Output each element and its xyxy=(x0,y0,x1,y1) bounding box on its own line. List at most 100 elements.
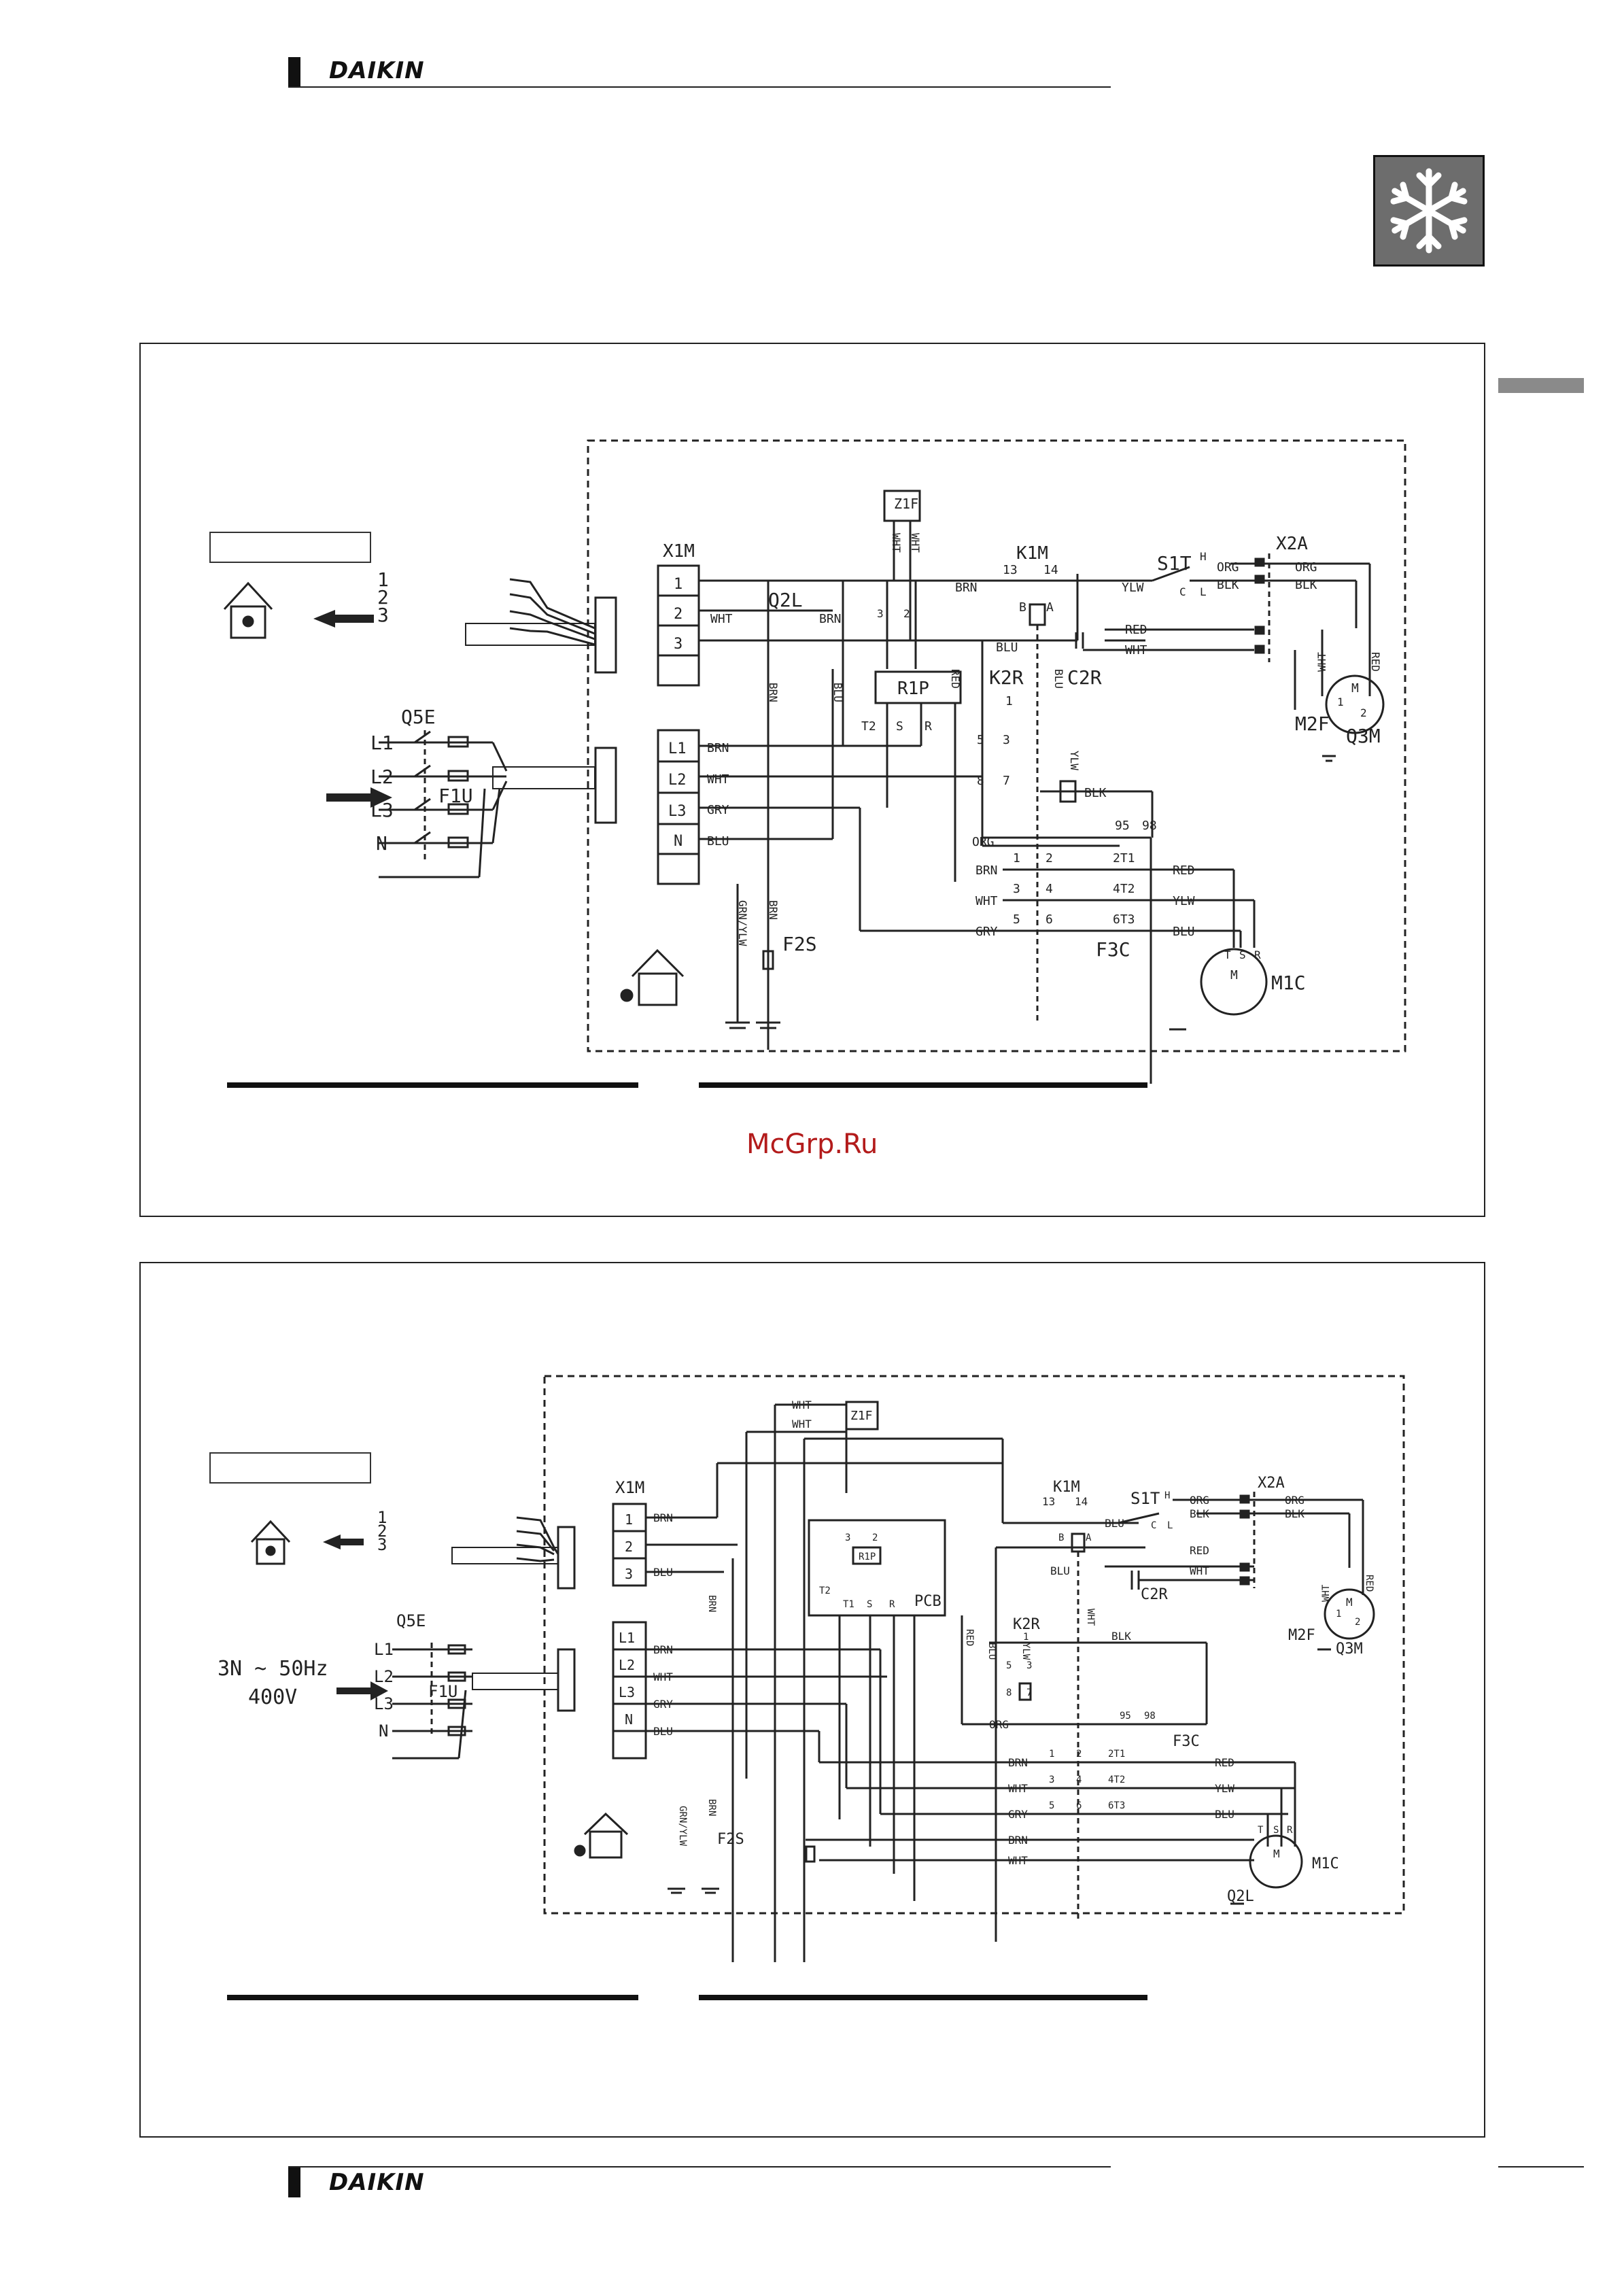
svg-text:WHT: WHT xyxy=(1085,1609,1096,1626)
label-x1m: X1M xyxy=(615,1478,644,1497)
svg-text:3: 3 xyxy=(1049,1775,1054,1785)
caption-box-1 xyxy=(209,532,371,563)
svg-text:6T3: 6T3 xyxy=(1108,1800,1125,1811)
label-c2r: C2R xyxy=(1067,666,1102,689)
svg-text:ORG: ORG xyxy=(1285,1494,1305,1507)
svg-text:M: M xyxy=(1273,1847,1280,1860)
svg-text:BLK: BLK xyxy=(1217,578,1239,592)
brand-logo-bottom: DAIKIN xyxy=(329,2169,425,2196)
svg-text:BLU: BLU xyxy=(653,1566,673,1579)
label-pcb: PCB xyxy=(914,1593,941,1610)
svg-text:BRN: BRN xyxy=(819,612,842,626)
svg-text:6T3: 6T3 xyxy=(1113,912,1135,927)
label-k1m: K1M xyxy=(1016,543,1048,564)
svg-text:L3: L3 xyxy=(370,799,394,821)
svg-text:GRY: GRY xyxy=(975,925,998,939)
svg-text:1: 1 xyxy=(625,1511,633,1528)
svg-text:L2: L2 xyxy=(668,772,687,789)
svg-text:ORG: ORG xyxy=(1295,560,1317,575)
label-q2l: Q2L xyxy=(1227,1888,1254,1905)
svg-text:S: S xyxy=(896,719,903,734)
svg-text:5: 5 xyxy=(1049,1800,1054,1811)
label-k1m: K1M xyxy=(1053,1479,1080,1496)
svg-text:4: 4 xyxy=(1076,1775,1082,1785)
svg-text:BLK: BLK xyxy=(1084,786,1107,800)
svg-text:3: 3 xyxy=(377,1535,387,1554)
svg-text:3: 3 xyxy=(877,607,884,620)
supply-rating-line2: 400V xyxy=(248,1685,297,1709)
svg-text:3: 3 xyxy=(845,1532,850,1543)
svg-text:WHT: WHT xyxy=(1190,1564,1209,1577)
label-k2r: K2R xyxy=(1013,1616,1040,1633)
svg-text:B: B xyxy=(1058,1532,1064,1543)
svg-text:BRN: BRN xyxy=(767,900,780,920)
svg-text:RED: RED xyxy=(964,1629,975,1646)
svg-text:BLU: BLU xyxy=(1215,1808,1234,1821)
svg-text:N: N xyxy=(379,1721,388,1741)
svg-text:7: 7 xyxy=(1026,1687,1032,1698)
label-f3c: F3C xyxy=(1096,938,1130,961)
svg-text:1: 1 xyxy=(1023,1632,1029,1643)
svg-text:WHT: WHT xyxy=(975,894,998,908)
svg-text:1: 1 xyxy=(377,568,389,591)
label-f1u: F1U xyxy=(438,785,473,807)
diagram-frame-2 xyxy=(139,1262,1485,2138)
label-f3c: F3C xyxy=(1173,1733,1200,1750)
svg-text:13: 13 xyxy=(1042,1495,1055,1508)
svg-text:L1: L1 xyxy=(619,1630,635,1646)
svg-text:R: R xyxy=(1254,948,1261,961)
footer-page-rule xyxy=(1498,2166,1584,2168)
svg-text:T: T xyxy=(1224,948,1231,961)
svg-text:2: 2 xyxy=(1076,1749,1082,1760)
svg-text:7: 7 xyxy=(1003,774,1010,788)
svg-text:2: 2 xyxy=(377,1522,387,1541)
svg-text:L: L xyxy=(1167,1520,1173,1531)
svg-text:R: R xyxy=(1287,1825,1293,1836)
svg-text:BLU: BLU xyxy=(1050,1564,1070,1577)
svg-text:BLU: BLU xyxy=(1105,1517,1124,1530)
svg-text:1: 1 xyxy=(1005,694,1013,708)
svg-text:WHT: WHT xyxy=(909,533,922,553)
svg-text:2: 2 xyxy=(1355,1617,1360,1628)
caption-rule-1a xyxy=(227,1082,638,1088)
svg-text:13: 13 xyxy=(1003,563,1018,577)
svg-text:BLK: BLK xyxy=(1190,1507,1209,1520)
svg-text:ORG: ORG xyxy=(972,835,995,849)
svg-text:6: 6 xyxy=(1046,912,1053,927)
svg-text:WHT: WHT xyxy=(890,533,903,553)
svg-text:6: 6 xyxy=(1076,1800,1082,1811)
svg-text:S: S xyxy=(1239,948,1246,961)
svg-text:M: M xyxy=(1351,681,1359,696)
svg-text:L2: L2 xyxy=(374,1667,394,1686)
svg-text:T2: T2 xyxy=(861,719,876,734)
svg-text:BLU: BLU xyxy=(831,683,844,702)
terminal-block-x1m-bottom xyxy=(612,1621,647,1760)
svg-text:ORG: ORG xyxy=(989,1718,1009,1731)
svg-text:BRN: BRN xyxy=(653,1643,673,1656)
label-m1c: M1C xyxy=(1271,972,1306,994)
svg-text:YLW: YLW xyxy=(1020,1643,1031,1660)
svg-text:S: S xyxy=(867,1599,872,1610)
svg-text:L2: L2 xyxy=(619,1657,635,1673)
svg-text:1: 1 xyxy=(377,1508,387,1527)
svg-text:BRN: BRN xyxy=(1008,1756,1028,1769)
svg-text:L1: L1 xyxy=(374,1640,394,1659)
svg-text:BLK: BLK xyxy=(1295,578,1317,592)
svg-text:A: A xyxy=(1086,1532,1092,1543)
svg-text:WHT: WHT xyxy=(653,1670,673,1683)
diagram-frame-1 xyxy=(139,343,1485,1217)
svg-text:3: 3 xyxy=(1026,1660,1032,1671)
svg-text:RED: RED xyxy=(1173,863,1195,878)
svg-text:RED: RED xyxy=(1190,1544,1209,1557)
svg-text:1: 1 xyxy=(1013,851,1020,866)
caption-box-2 xyxy=(209,1452,371,1484)
label-s1t: S1T xyxy=(1157,552,1192,575)
svg-text:L1: L1 xyxy=(668,740,687,757)
svg-text:S: S xyxy=(1273,1825,1279,1836)
svg-text:L1: L1 xyxy=(370,732,394,754)
svg-text:3: 3 xyxy=(1003,733,1010,747)
svg-text:2: 2 xyxy=(1360,706,1367,719)
svg-text:H: H xyxy=(1164,1490,1170,1501)
svg-text:3: 3 xyxy=(377,604,389,626)
svg-text:95: 95 xyxy=(1115,819,1130,833)
